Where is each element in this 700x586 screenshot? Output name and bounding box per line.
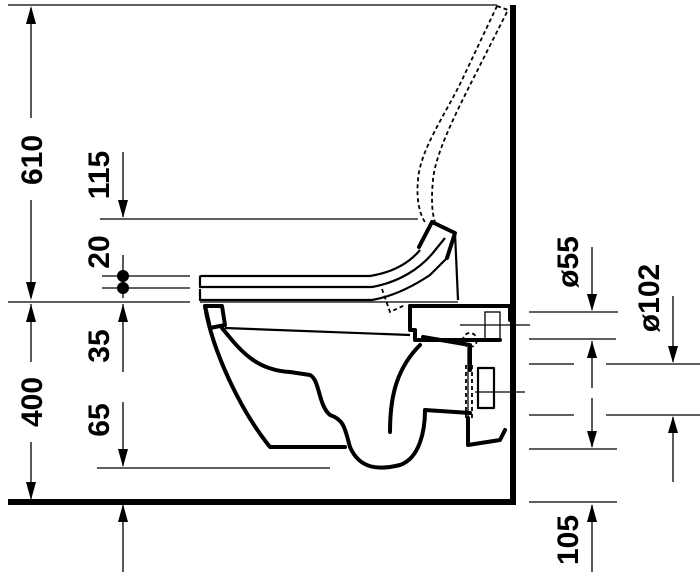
dim-35: 35	[83, 329, 116, 362]
dim-105: 105	[552, 515, 585, 565]
dimension-lines	[26, 6, 678, 572]
dim-dia102: ø102	[633, 264, 666, 332]
rear-connections	[408, 304, 530, 447]
wall-and-floor	[8, 5, 516, 505]
toilet-bowl	[203, 304, 472, 470]
dim-115: 115	[83, 151, 116, 199]
reference-lines	[8, 4, 700, 503]
dim-65: 65	[83, 403, 116, 436]
dimension-labels: 610 400 115 20 35 65 105 ø55 ø102	[16, 135, 666, 565]
toilet-seat	[198, 220, 460, 303]
dim-20: 20	[83, 235, 116, 268]
dim-dia55: ø55	[552, 236, 585, 288]
dim-610: 610	[16, 135, 49, 185]
dim-400: 400	[16, 377, 49, 427]
